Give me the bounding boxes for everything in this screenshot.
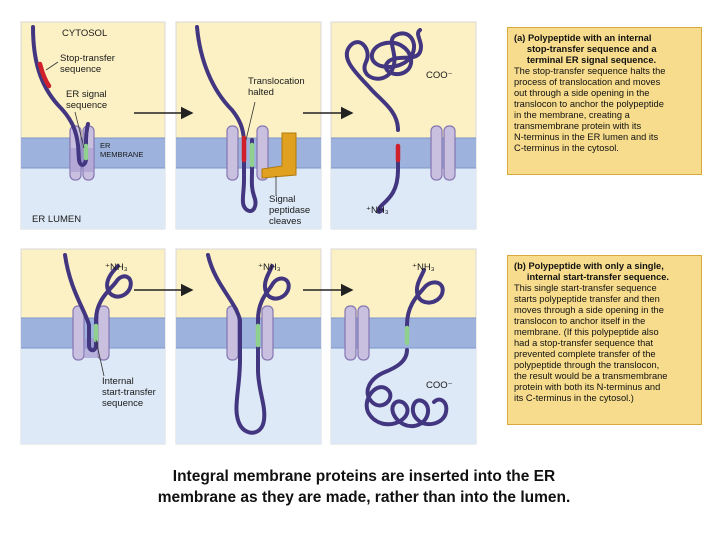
panel-b3 [330,248,477,445]
cytosol-label: CYTOSOL [62,28,108,39]
leader-stop-transfer [45,61,59,71]
nh3-label-a3: ⁺NH₃ [366,205,389,216]
panel-a1 [20,21,166,230]
nh3-label-b3: ⁺NH₃ [412,262,435,273]
description-b-title: (b) Polypeptide with only a single, inte… [514,261,669,282]
nh3-label-b1: ⁺NH₃ [105,262,128,273]
description-b-body: This single start-transfer sequence star… [514,283,668,403]
coo-label-a3: COO⁻ [426,70,453,81]
er-lumen-label: ER LUMEN [32,214,82,225]
translocon-b1 [72,305,110,361]
leader-translocation [245,101,256,141]
caption-line-2: membrane as they are made, rather than i… [157,489,571,506]
polypeptide-b3 [364,268,449,429]
leader-start-transfer [95,339,105,377]
translocon-a2 [226,125,269,181]
er-membrane-label: ER MEMBRANE [100,141,144,159]
coo-label-b3: COO⁻ [426,380,453,391]
polypeptide-a1 [31,25,90,167]
polypeptide-a2 [195,25,258,213]
polypeptide-a3 [344,28,423,214]
description-a-title: (a) Polypeptide with an internal stop-tr… [514,33,657,65]
translocation-halted-label: Translocation halted [248,76,305,98]
leader-er-signal [74,111,85,149]
stop-transfer-label: Stop-transfer sequence [60,53,115,75]
panel-b2 [175,248,322,445]
internal-start-transfer-label: Internal start-transfer sequence [102,376,156,409]
description-box-b: (b) Polypeptide with only a single, inte… [507,255,702,425]
panel-a2 [175,21,322,230]
panel-a3 [330,21,477,230]
polypeptide-b1 [63,253,133,353]
caption-line-1: Integral membrane proteins are inserted … [172,468,556,485]
signal-peptidase-label: Signal peptidase cleaves [269,194,311,227]
description-box-a: (a) Polypeptide with an internal stop-tr… [507,27,702,175]
description-a-body: The stop-transfer sequence halts the pro… [514,66,666,153]
translocon-a1 [69,125,95,181]
nh3-label-b2: ⁺NH₃ [258,262,281,273]
polypeptide-b2 [206,253,291,435]
panel-b1 [20,248,166,445]
translocon-b3 [344,305,370,361]
translocon-a3 [430,125,456,181]
stop-transfer-segment-a1 [37,61,52,89]
er-signal-label: ER signal sequence [66,89,108,111]
translocon-b2 [226,305,274,361]
signal-peptidase [261,132,297,179]
